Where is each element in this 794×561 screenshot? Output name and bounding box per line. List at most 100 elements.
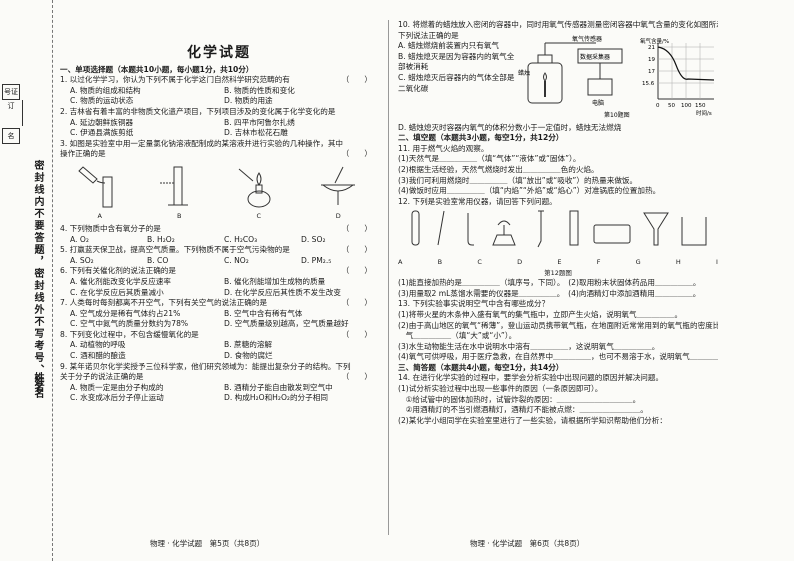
answer-paren[interactable]: （ ） <box>341 329 372 339</box>
x-tick: 150 <box>695 103 706 109</box>
figure-caption: 第12题图 <box>544 268 572 277</box>
option: D. 构成H₂O和H₂O₂的分子相同 <box>224 393 328 403</box>
question-3: 3. 如图是实验室中用一定量氯化钠溶液配制成的某溶液并进行实验的几种操作，其中 … <box>60 139 378 223</box>
section-heading: 二、填空题（本题共3小题，每空1分，共12分） <box>398 133 564 143</box>
q13-line: (4)氧气可供呼吸，用于医疗急救，在自然界中＿＿＿＿＿，也可不易溶于水，说明氧气… <box>398 352 718 362</box>
page-footer-left: 物理 · 化学试题 第5页（共8页） <box>150 539 265 548</box>
option: D. PM₂.₅ <box>301 255 332 265</box>
answer-paren[interactable]: （ ） <box>341 298 372 308</box>
instrument-label: H <box>675 257 681 266</box>
instrument-label: B <box>437 257 443 266</box>
q14-line: ②用酒精灯的不当引燃酒精灯，酒精灯不能被点燃：＿＿＿＿＿＿＿＿。 <box>398 405 648 415</box>
option: C. 空气中氮气的质量分数约为78% <box>70 319 189 329</box>
option: A. 物质一定是由分子构成的 <box>70 382 164 392</box>
instruments-figure <box>411 210 707 248</box>
answer-paren[interactable]: （ ） <box>341 75 372 85</box>
q10-line: 下列说法正确的是 <box>398 30 459 40</box>
graduated-cylinder-icon <box>160 166 189 206</box>
option: A. 动植物的呼吸 <box>70 340 126 350</box>
question-stem: 7. 人类每时每刻都离不开空气，下列有关空气的说法正确的是 <box>60 298 268 308</box>
oxygen-sensor-figure: 蜡烛 氧气传感器 数据采集器 电脑 <box>518 35 715 119</box>
option: A. SO₂ <box>70 255 94 265</box>
question-stem: 6. 下列有关催化剂的说法正确的是 <box>60 266 176 276</box>
q10-option: A. 蜡烛燃烧前装置内只有氧气 <box>398 41 500 51</box>
answer-paren[interactable]: （ ） <box>341 149 372 159</box>
q10-option: D. 蜡烛熄灭时容器内氧气的体积分数小于一定值时，蜡烛无法燃烧 <box>398 122 622 132</box>
question-5: 5. 打赢蓝天保卫战，提高空气质量。下列物质不属于空气污染物的是 （ ） A. S… <box>60 245 378 266</box>
option: C. 水变成冰后分子停止运动 <box>70 393 164 403</box>
option: D. 吉林市松花石雕 <box>224 128 288 138</box>
option: A. 物质的组成和结构 <box>70 85 141 95</box>
dropper-icon <box>537 210 544 248</box>
left-column: 化学试题 一、单项选择题（本题共10小题，每小题1分，共10分） 1. 以过化学… <box>60 20 378 404</box>
binding-box-mid: 名 <box>2 128 20 144</box>
test-tube-icon <box>411 210 420 246</box>
binding-rule <box>22 100 23 126</box>
x-tick: 0 <box>656 103 660 109</box>
instrument-label: G <box>635 257 641 266</box>
chart-xlabel: 时间/s <box>696 109 712 117</box>
question-1: 1. 以过化学学习，你认为下列不属于化学这门自然科学研究范畴的有 （ ） A. 物… <box>60 75 378 107</box>
binding-box-top: 号证订 <box>2 84 20 110</box>
option: B. 四平市阿鲁尔扎绣 <box>224 117 295 127</box>
figure-label: D <box>335 211 341 220</box>
option: A. 延边朝鲜族铜器 <box>70 117 134 127</box>
option: B. 酒精分子能自由散发到空气中 <box>224 382 333 392</box>
option: C. 在化学反应后其质量减小 <box>70 287 164 297</box>
option: B. 蔗糖的溶解 <box>224 340 273 350</box>
question-6: 6. 下列有关催化剂的说法正确的是（ ） A. 催化剂能改变化学反应速率 B. … <box>60 266 378 298</box>
oxygen-curve <box>657 46 715 81</box>
q12-line: (3)用量取2 mL蒸馏水需要的仪器是＿＿＿＿＿。 (4)向酒精灯中添加酒精用＿… <box>398 288 701 298</box>
question-8: 8. 下列变化过程中，不包含缓慢氧化的是（ ） A. 动植物的呼吸 B. 蔗糖的… <box>60 330 378 362</box>
option: D. 食物的腐烂 <box>224 351 273 361</box>
option: A. O₂ <box>70 234 89 244</box>
q10-option: C. 蜡烛熄灭后容器内的气体全部是二氧化碳 <box>398 72 515 93</box>
figure-label: B <box>177 211 182 220</box>
pouring-icon <box>78 166 113 208</box>
instrument-label: I <box>716 257 718 266</box>
instrument-label: D <box>517 257 523 266</box>
option: C. NO₂ <box>224 255 249 265</box>
option: C. 酒和醋的酿造 <box>70 351 126 361</box>
option: D. 在化学反应后其性质不发生改变 <box>224 287 341 297</box>
question-stem: 5. 打赢蓝天保卫战，提高空气质量。下列物质不属于空气污染物的是 <box>60 245 290 255</box>
binding-strip: 号证订 名 密封线内不要答题，密封线外不写考号、姓名 姓名 <box>0 0 53 561</box>
answer-paren[interactable]: （ ） <box>341 266 372 276</box>
section-heading: 一、单项选择题（本题共10小题，每小题1分，共10分） <box>60 64 254 74</box>
evaporating-dish-icon <box>593 224 631 244</box>
question-stem: 1. 以过化学学习，你认为下列不属于化学这门自然科学研究范畴的有 <box>60 75 290 85</box>
option: C. H₂CO₃ <box>224 234 258 244</box>
option: C. 物质的运动状态 <box>70 96 134 106</box>
answer-paren[interactable]: （ ） <box>341 245 372 255</box>
figure-label: A <box>97 211 102 220</box>
question-stem: 4. 下列物质中含有氧分子的是 <box>60 223 161 233</box>
q11-line: (2)根据生活经验，天然气燃烧时发出＿＿＿＿＿色的火焰。 <box>398 164 599 174</box>
question-12-stem: 12. 下列是实验室常用仪器，请回答下列问题。 <box>398 196 557 206</box>
answer-paren[interactable]: （ ） <box>341 372 372 382</box>
answer-paren[interactable]: （ ） <box>341 223 372 233</box>
option: D. SO₂ <box>301 234 326 244</box>
figure-d: D <box>308 163 368 223</box>
question-stem: 9. 某年诺贝尔化学奖授予三位科学家，他们研究领域为：能提出复杂分子的结构。下列 <box>60 361 351 371</box>
option: C. 伊通县满族剪纸 <box>70 128 134 138</box>
figure-caption: 第10题图 <box>604 111 630 119</box>
q10-option: B. 蜡烛熄灭是因为容器内的氧气全部被消耗 <box>398 51 515 72</box>
beaker-icon <box>681 217 707 246</box>
seal-line-notice: 密封线内不要答题，密封线外不写考号、姓名 <box>32 160 43 400</box>
option: A. 空气成分是稀有气体约占21% <box>70 308 181 318</box>
question-stem-cont: 操作正确的是 <box>60 149 106 159</box>
q13-line: (2)由于高山地区的氧气“稀薄”，登山运动员携带氧气瓶，在地面附近常常用到的氧气… <box>398 320 718 330</box>
figure-q3: A B C <box>60 163 378 223</box>
collector-label: 数据采集器 <box>580 53 610 61</box>
question-11-stem: 11. 用于燃气火焰的观察。 <box>398 143 489 153</box>
section-heading: 三、简答题（本题共4小题，每空1分，共14分） <box>398 362 564 372</box>
option: A. 催化剂能改变化学反应速率 <box>70 276 172 286</box>
question-14-stem: 14. 在进行化学实验的过程中，要学会分析实验中出现问题的原因并解决问题。 <box>398 373 664 383</box>
y-tick: 21 <box>648 45 655 51</box>
column-divider <box>388 20 389 535</box>
question-stem: 3. 如图是实验室中用一定量氯化钠溶液配制成的某溶液并进行实验的几种操作，其中 <box>60 138 344 148</box>
question-9: 9. 某年诺贝尔化学奖授予三位科学家，他们研究领域为：能提出复杂分子的结构。下列… <box>60 362 378 404</box>
q14-line: (2)某化学小组同学在实验室里进行了一些实验，请根据所学知识帮助他们分析： <box>398 415 667 425</box>
option: D. 物质的用途 <box>224 96 273 106</box>
